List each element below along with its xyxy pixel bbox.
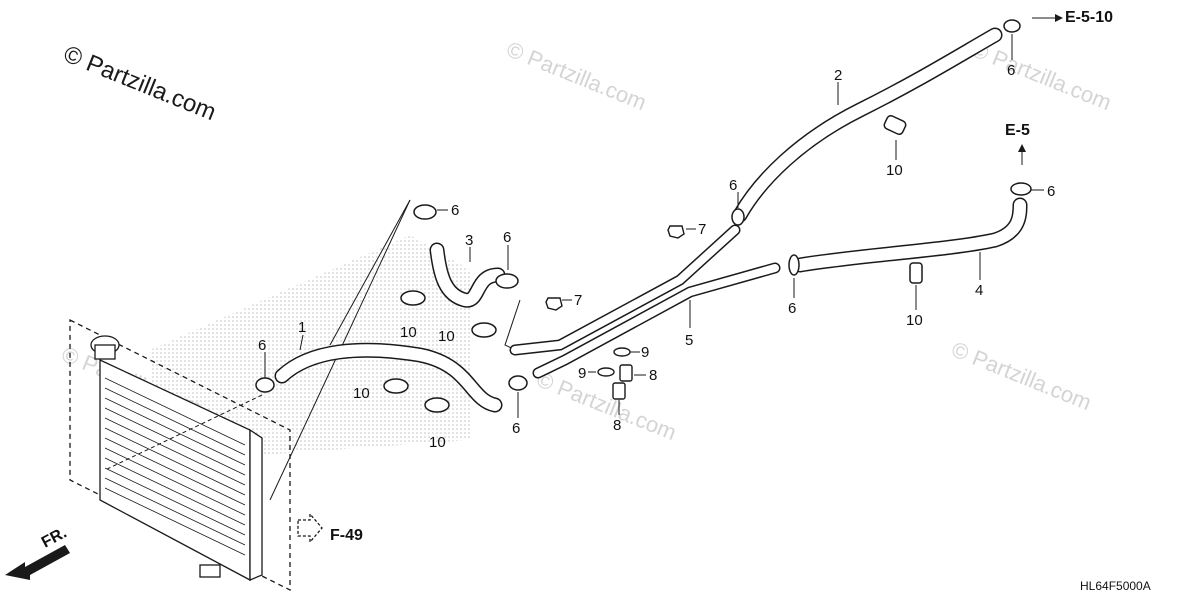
front-arrow-icon bbox=[5, 545, 70, 580]
callout-8: 8 bbox=[649, 367, 657, 384]
clamp-6 bbox=[1010, 182, 1032, 196]
ref-e-5-10: E-5-10 bbox=[1065, 9, 1113, 26]
callout-6: 6 bbox=[1007, 62, 1015, 79]
oring-9 bbox=[613, 347, 631, 357]
callout-10: 10 bbox=[906, 312, 923, 329]
clamp-6 bbox=[508, 375, 528, 391]
callout-10: 10 bbox=[438, 328, 455, 345]
callout-6: 6 bbox=[503, 229, 511, 246]
spring-clamps bbox=[383, 114, 923, 413]
callout-10: 10 bbox=[429, 434, 446, 451]
oring-9 bbox=[597, 367, 615, 377]
callout-6: 6 bbox=[1047, 183, 1055, 200]
f49-arrow-icon bbox=[297, 512, 323, 544]
clamp-6 bbox=[1003, 19, 1021, 33]
callout-10: 10 bbox=[886, 162, 903, 179]
radiator bbox=[69, 318, 291, 592]
callout-6: 6 bbox=[512, 420, 520, 437]
clamp-10 bbox=[883, 114, 907, 136]
callout-6: 6 bbox=[729, 177, 737, 194]
callout-1: 1 bbox=[298, 319, 306, 336]
watermark-text: © Partzilla.com bbox=[968, 36, 1115, 115]
bolt-8 bbox=[619, 364, 633, 382]
callout-3: 3 bbox=[465, 232, 473, 249]
bolt-7 bbox=[667, 225, 685, 239]
callout-6: 6 bbox=[788, 300, 796, 317]
arrow-icon bbox=[1018, 144, 1026, 152]
callout-9: 9 bbox=[578, 365, 586, 382]
fasteners bbox=[545, 225, 685, 400]
clamp-6 bbox=[255, 377, 275, 393]
clamp-10 bbox=[471, 322, 497, 338]
clamp-6 bbox=[731, 208, 745, 226]
ref-e-5: E-5 bbox=[1005, 122, 1030, 139]
diagram-code: HL64F5000A bbox=[1080, 579, 1151, 593]
watermark-text: © Partzilla.com bbox=[503, 36, 650, 115]
arrow-icon bbox=[1055, 14, 1063, 22]
callout-7: 7 bbox=[698, 221, 706, 238]
clamp-10 bbox=[909, 262, 923, 284]
callout-4: 4 bbox=[975, 282, 983, 299]
bolt-7 bbox=[545, 297, 563, 311]
callout-10: 10 bbox=[353, 385, 370, 402]
callouts: 1 2 3 4 5 6 6 6 6 6 6 6 6 7 7 8 8 9 9 10… bbox=[258, 62, 1055, 451]
callout-leaders bbox=[264, 17, 1055, 418]
watermark-text: © Partzilla.com bbox=[533, 366, 680, 445]
clamp-6 bbox=[413, 204, 437, 220]
clamps bbox=[255, 19, 1032, 393]
bolt-8 bbox=[612, 382, 626, 400]
watermark-main: © Partzilla.com bbox=[60, 41, 220, 127]
callout-10: 10 bbox=[400, 324, 417, 341]
clamp-10 bbox=[383, 378, 409, 394]
clamp-6 bbox=[788, 254, 800, 276]
clamp-10 bbox=[400, 290, 426, 306]
watermark-text: © Partzilla.com bbox=[948, 336, 1095, 415]
callout-9: 9 bbox=[641, 344, 649, 361]
clamp-10 bbox=[424, 397, 450, 413]
callout-6: 6 bbox=[451, 202, 459, 219]
callout-5: 5 bbox=[685, 332, 693, 349]
callout-2: 2 bbox=[834, 67, 842, 84]
ref-f-49: F-49 bbox=[330, 527, 363, 544]
callout-7: 7 bbox=[574, 292, 582, 309]
callout-6: 6 bbox=[258, 337, 266, 354]
callout-8: 8 bbox=[613, 417, 621, 434]
clamp-6 bbox=[495, 273, 519, 289]
dot-shading bbox=[150, 235, 470, 455]
